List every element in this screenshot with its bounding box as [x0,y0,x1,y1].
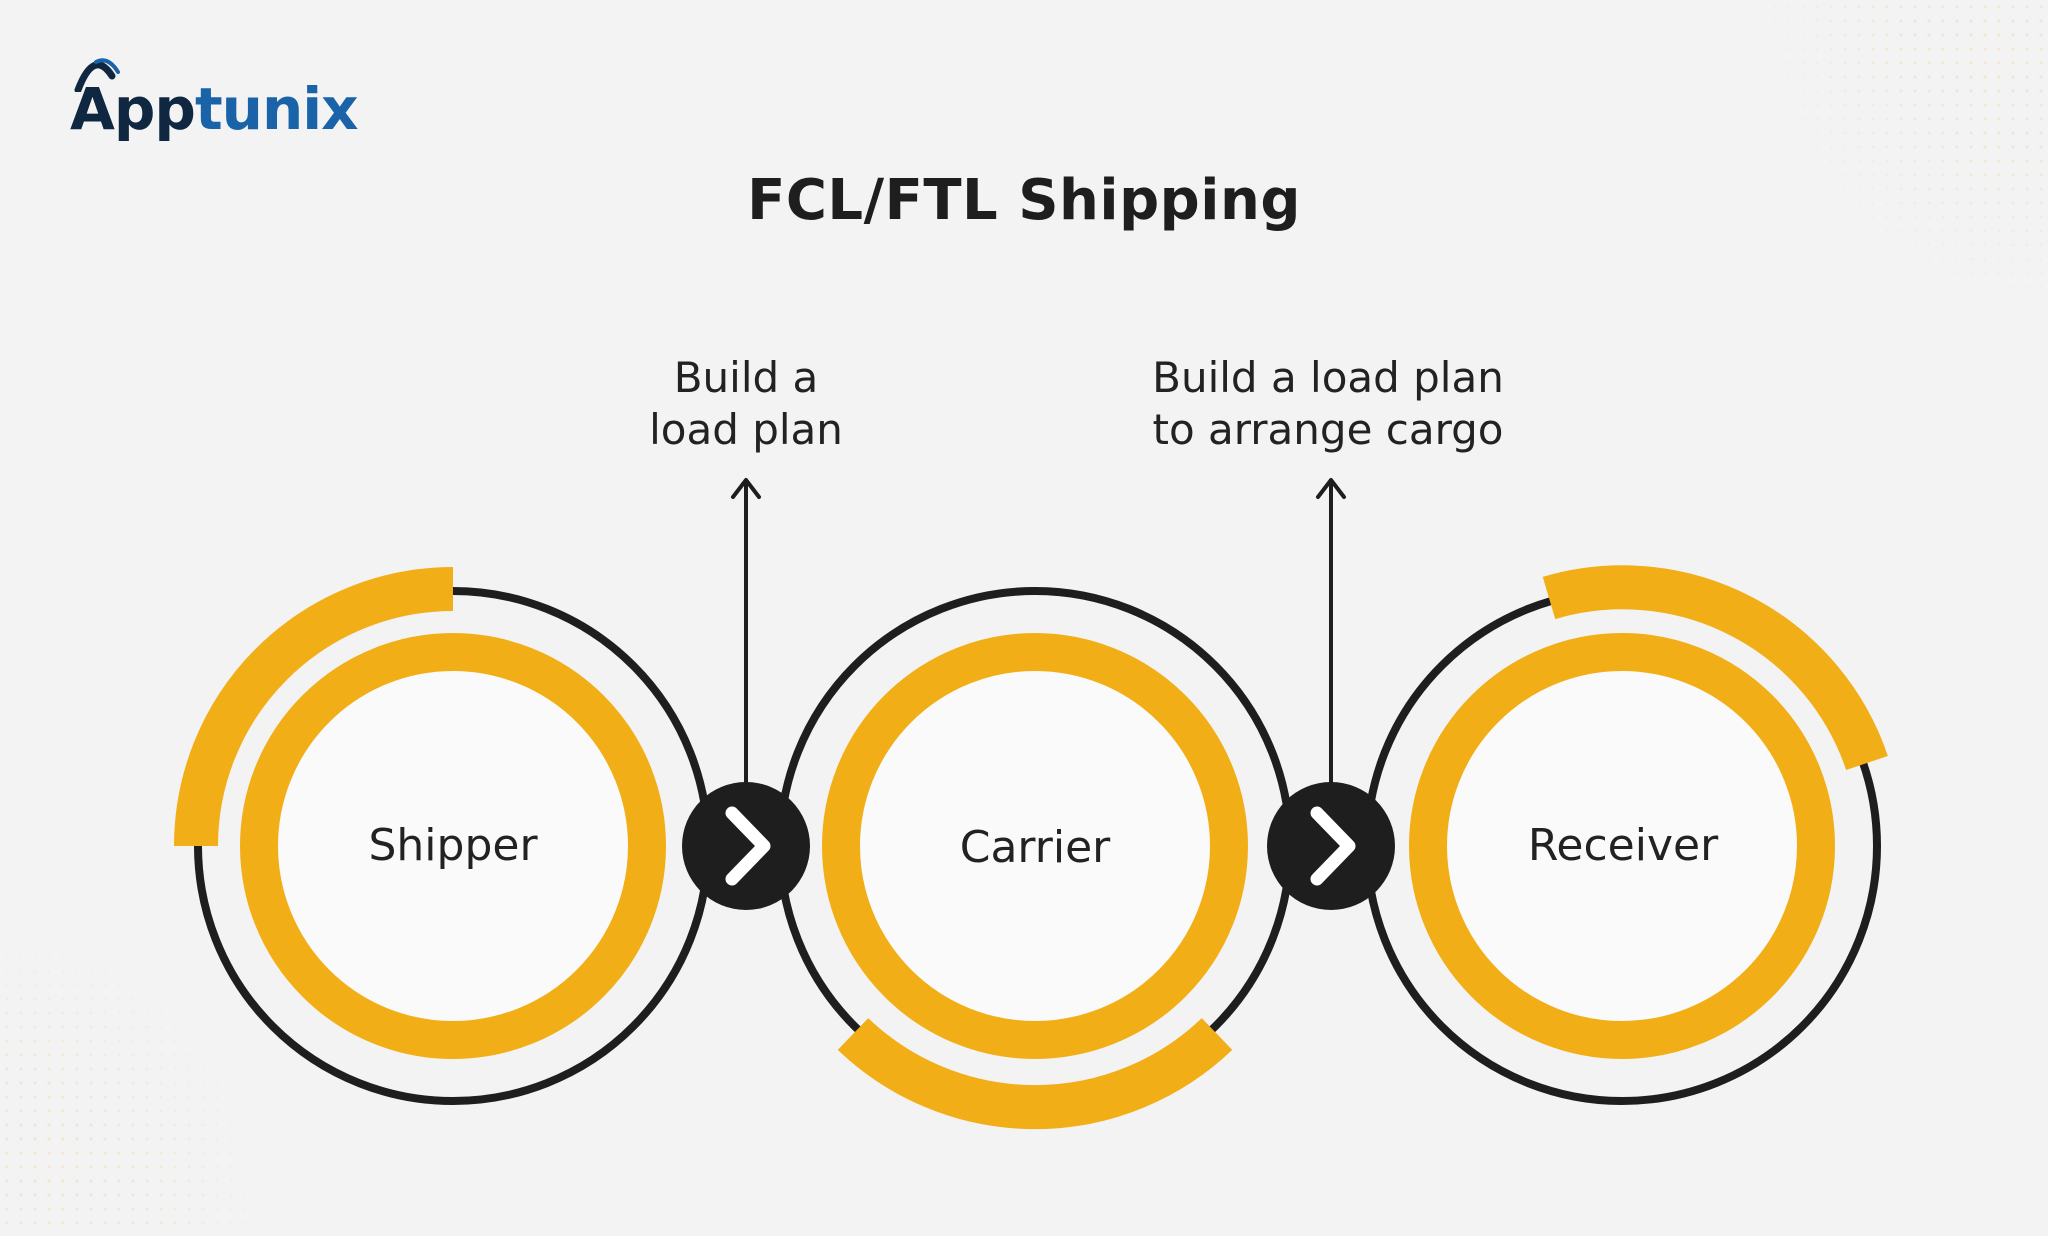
connector-circle [682,782,810,910]
annotation-line: to arrange cargo [1152,405,1504,454]
arrow-up-2 [1316,478,1346,790]
node-label-receiver: Receiver [1527,820,1719,871]
inner-ring [822,633,1248,1059]
annotation-line: Build a load plan [1152,353,1504,402]
page-title: FCL/FTL Shipping [747,168,1301,233]
annotation-arrange-cargo: Build a load plan to arrange cargo [1078,352,1578,456]
apptunix-logo: Apptunix [70,52,370,152]
node-shipper [174,567,712,1105]
connector-circle [1267,782,1395,910]
chevron-right-icon [725,806,771,886]
node-carrier [776,587,1294,1130]
accent-arc [837,1018,1233,1130]
arrow-up-1 [731,478,761,790]
accent-arc [174,567,454,847]
logo-wordmark: Apptunix [70,75,359,143]
connector-shipper-carrier [682,782,810,910]
accent-arc [1542,565,1888,771]
arrow-head-icon [1316,478,1346,499]
annotation-line: load plan [649,405,843,454]
annotation-build-load-plan: Build a load plan [596,352,896,456]
node-label-shipper: Shipper [368,820,538,871]
chevron-right-icon [1310,806,1356,886]
annotation-line: Build a [673,353,819,402]
node-label-carrier: Carrier [959,822,1111,873]
logo-arc-icon [74,58,120,92]
inner-ring [240,633,666,1059]
inner-ring [1409,633,1835,1059]
connector-carrier-receiver [1267,782,1395,910]
arrow-head-icon [731,478,761,499]
node-receiver [1363,565,1888,1105]
